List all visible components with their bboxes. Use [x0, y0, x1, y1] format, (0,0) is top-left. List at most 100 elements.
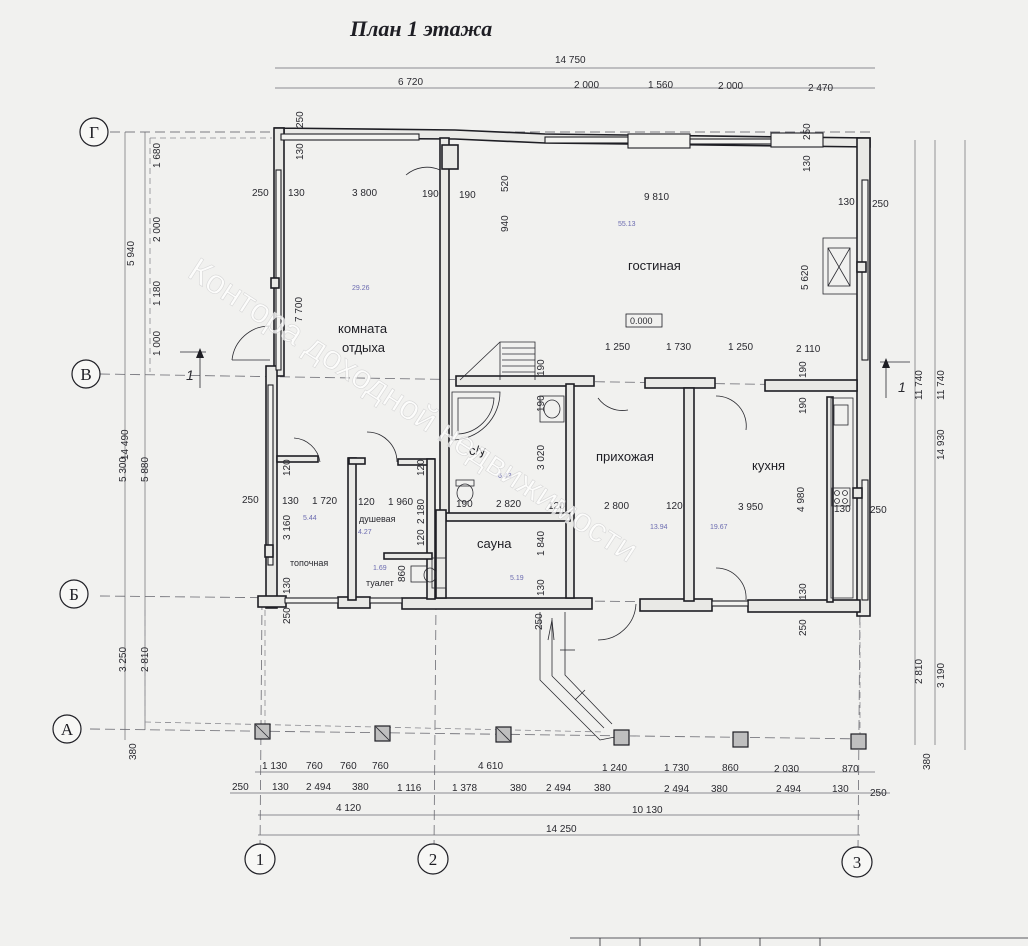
staircase — [459, 341, 536, 381]
svg-text:120: 120 — [666, 501, 683, 512]
svg-text:2 110: 2 110 — [796, 344, 821, 355]
svg-text:2 810: 2 810 — [914, 659, 925, 684]
title-block-edge — [570, 937, 1028, 946]
room-label-kuhnya: кухня — [752, 458, 785, 473]
axis-label-3: 3 — [853, 853, 862, 872]
svg-text:6 720: 6 720 — [398, 77, 423, 88]
svg-text:860: 860 — [397, 565, 408, 582]
svg-text:130: 130 — [536, 579, 547, 596]
entrance-ramp — [539, 612, 626, 741]
svg-text:120: 120 — [548, 501, 565, 512]
svg-text:14 930: 14 930 — [936, 429, 947, 460]
svg-text:3 800: 3 800 — [352, 188, 377, 199]
svg-text:130: 130 — [838, 197, 855, 208]
svg-text:1: 1 — [186, 367, 194, 383]
svg-text:380: 380 — [128, 743, 139, 760]
area-sauna: 5.19 — [510, 575, 524, 582]
svg-text:1 720: 1 720 — [312, 496, 337, 507]
svg-text:1 180: 1 180 — [152, 281, 163, 306]
svg-text:3 020: 3 020 — [536, 445, 547, 470]
area-dushevaya: 4.27 — [358, 529, 372, 536]
svg-text:1 560: 1 560 — [648, 80, 673, 91]
room-label-su: с/у — [469, 443, 486, 458]
axis-label-2: 2 — [429, 850, 438, 869]
room-label-komnata-2: отдыха — [342, 340, 386, 355]
svg-text:1: 1 — [898, 379, 906, 395]
svg-text:940: 940 — [500, 215, 511, 232]
svg-text:860: 860 — [722, 763, 739, 774]
axis-label-b: Б — [69, 585, 79, 604]
axis-g: Г — [79, 117, 109, 147]
svg-text:190: 190 — [798, 361, 809, 378]
svg-text:120: 120 — [358, 497, 375, 508]
svg-text:1 116: 1 116 — [397, 783, 422, 794]
svg-text:3 250: 3 250 — [118, 647, 129, 672]
room-label-komnata-1: комната — [338, 321, 388, 336]
svg-text:11 740: 11 740 — [936, 370, 947, 400]
left-dimensions: 14 490 5 940 5 300 5 880 3 250 2 810 1 6… — [118, 143, 163, 760]
svg-text:130: 130 — [802, 155, 813, 172]
svg-text:1 000: 1 000 — [152, 331, 163, 356]
svg-text:380: 380 — [352, 782, 369, 793]
svg-text:2 800: 2 800 — [604, 501, 629, 512]
svg-text:1 730: 1 730 — [664, 763, 689, 774]
svg-text:1 840: 1 840 — [536, 531, 547, 556]
svg-text:130: 130 — [295, 143, 306, 160]
svg-text:1 730: 1 730 — [666, 342, 691, 353]
room-label-dushevaya: душевая — [359, 514, 396, 524]
svg-text:5 300: 5 300 — [118, 457, 129, 482]
svg-text:190: 190 — [459, 190, 476, 201]
columns — [254, 723, 867, 750]
fireplace — [822, 237, 858, 295]
svg-text:190: 190 — [422, 189, 439, 200]
bottom-dimensions-2: 250 130 2 494 380 1 116 1 378 380 2 494 … — [232, 782, 887, 799]
svg-text:1 378: 1 378 — [452, 783, 477, 794]
svg-text:250: 250 — [798, 619, 809, 636]
svg-text:130: 130 — [798, 583, 809, 600]
svg-text:760: 760 — [372, 761, 389, 772]
svg-text:2 000: 2 000 — [574, 80, 599, 91]
svg-text:380: 380 — [922, 753, 933, 770]
section-mark-left: 1 — [180, 348, 206, 388]
svg-text:190: 190 — [798, 397, 809, 414]
area-prihozhaya: 13.94 — [650, 524, 668, 531]
svg-text:2 494: 2 494 — [664, 784, 689, 795]
svg-text:130: 130 — [282, 496, 299, 507]
svg-text:1 250: 1 250 — [605, 342, 630, 353]
watermark-text: Контора доходной недвижимости — [182, 251, 645, 570]
svg-text:1 250: 1 250 — [728, 342, 753, 353]
svg-text:5 880: 5 880 — [140, 457, 151, 482]
svg-text:2 000: 2 000 — [718, 81, 743, 92]
room-label-gostinaya: гостиная — [628, 258, 681, 273]
svg-text:250: 250 — [232, 782, 249, 793]
axis-label-g: Г — [89, 123, 99, 142]
svg-text:520: 520 — [500, 175, 511, 192]
top-dimensions: 14 750 6 720 2 000 1 560 2 000 2 470 — [398, 55, 833, 94]
bottom-dimensions-3: 4 120 10 130 14 250 — [336, 803, 663, 835]
interior-dimensions: 250 130 250 130 3 800 190 190 520 940 9 … — [242, 111, 889, 636]
right-dimensions: 14 930 11 740 11 740 2 810 3 190 380 — [914, 370, 947, 770]
grid-lines — [89, 131, 871, 851]
svg-text:2 494: 2 494 — [776, 784, 801, 795]
svg-text:14 750: 14 750 — [555, 55, 586, 66]
svg-text:120: 120 — [416, 459, 427, 476]
svg-text:250: 250 — [870, 505, 887, 516]
svg-text:14 490: 14 490 — [120, 429, 131, 460]
svg-text:3 190: 3 190 — [936, 663, 947, 688]
axis-b: Б — [59, 579, 89, 609]
svg-text:250: 250 — [534, 613, 545, 630]
svg-text:2 820: 2 820 — [496, 499, 521, 510]
svg-text:2 000: 2 000 — [152, 217, 163, 242]
svg-text:1 680: 1 680 — [152, 143, 163, 168]
svg-text:250: 250 — [870, 788, 887, 799]
axis-2: 2 — [417, 843, 449, 875]
svg-text:250: 250 — [295, 111, 306, 128]
svg-text:7 700: 7 700 — [294, 297, 305, 322]
svg-text:250: 250 — [252, 188, 269, 199]
room-label-tualet: туалет — [366, 578, 394, 588]
svg-text:5 620: 5 620 — [800, 265, 811, 290]
bottom-dimensions-1: 1 130 760 760 760 4 610 1 240 1 730 860 … — [262, 761, 859, 775]
room-label-sauna: сауна — [477, 536, 512, 551]
svg-text:10 130: 10 130 — [632, 805, 663, 816]
